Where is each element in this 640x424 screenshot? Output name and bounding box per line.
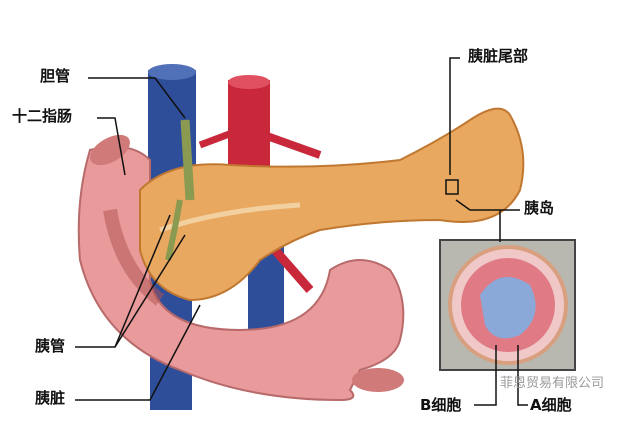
- label-a-cell: A细胞: [530, 396, 572, 414]
- islet-inset: [439, 179, 576, 371]
- duodenum: [77, 134, 405, 402]
- label-bile-duct: 胆管: [40, 67, 71, 85]
- label-pancreas: 胰脏: [35, 389, 66, 407]
- label-pancreas-tail: 胰脏尾部: [468, 47, 529, 65]
- leader-lines: [75, 57, 528, 406]
- label-duodenum: 十二指肠: [12, 107, 73, 125]
- label-b-cell: B细胞: [420, 396, 462, 414]
- pancreas: [139, 107, 525, 302]
- label-pancreatic-duct: 胰管: [35, 337, 66, 355]
- label-islet: 胰岛: [524, 199, 555, 217]
- watermark: 菲恩贸易有限公司: [500, 376, 605, 391]
- islet-marker: [445, 179, 459, 195]
